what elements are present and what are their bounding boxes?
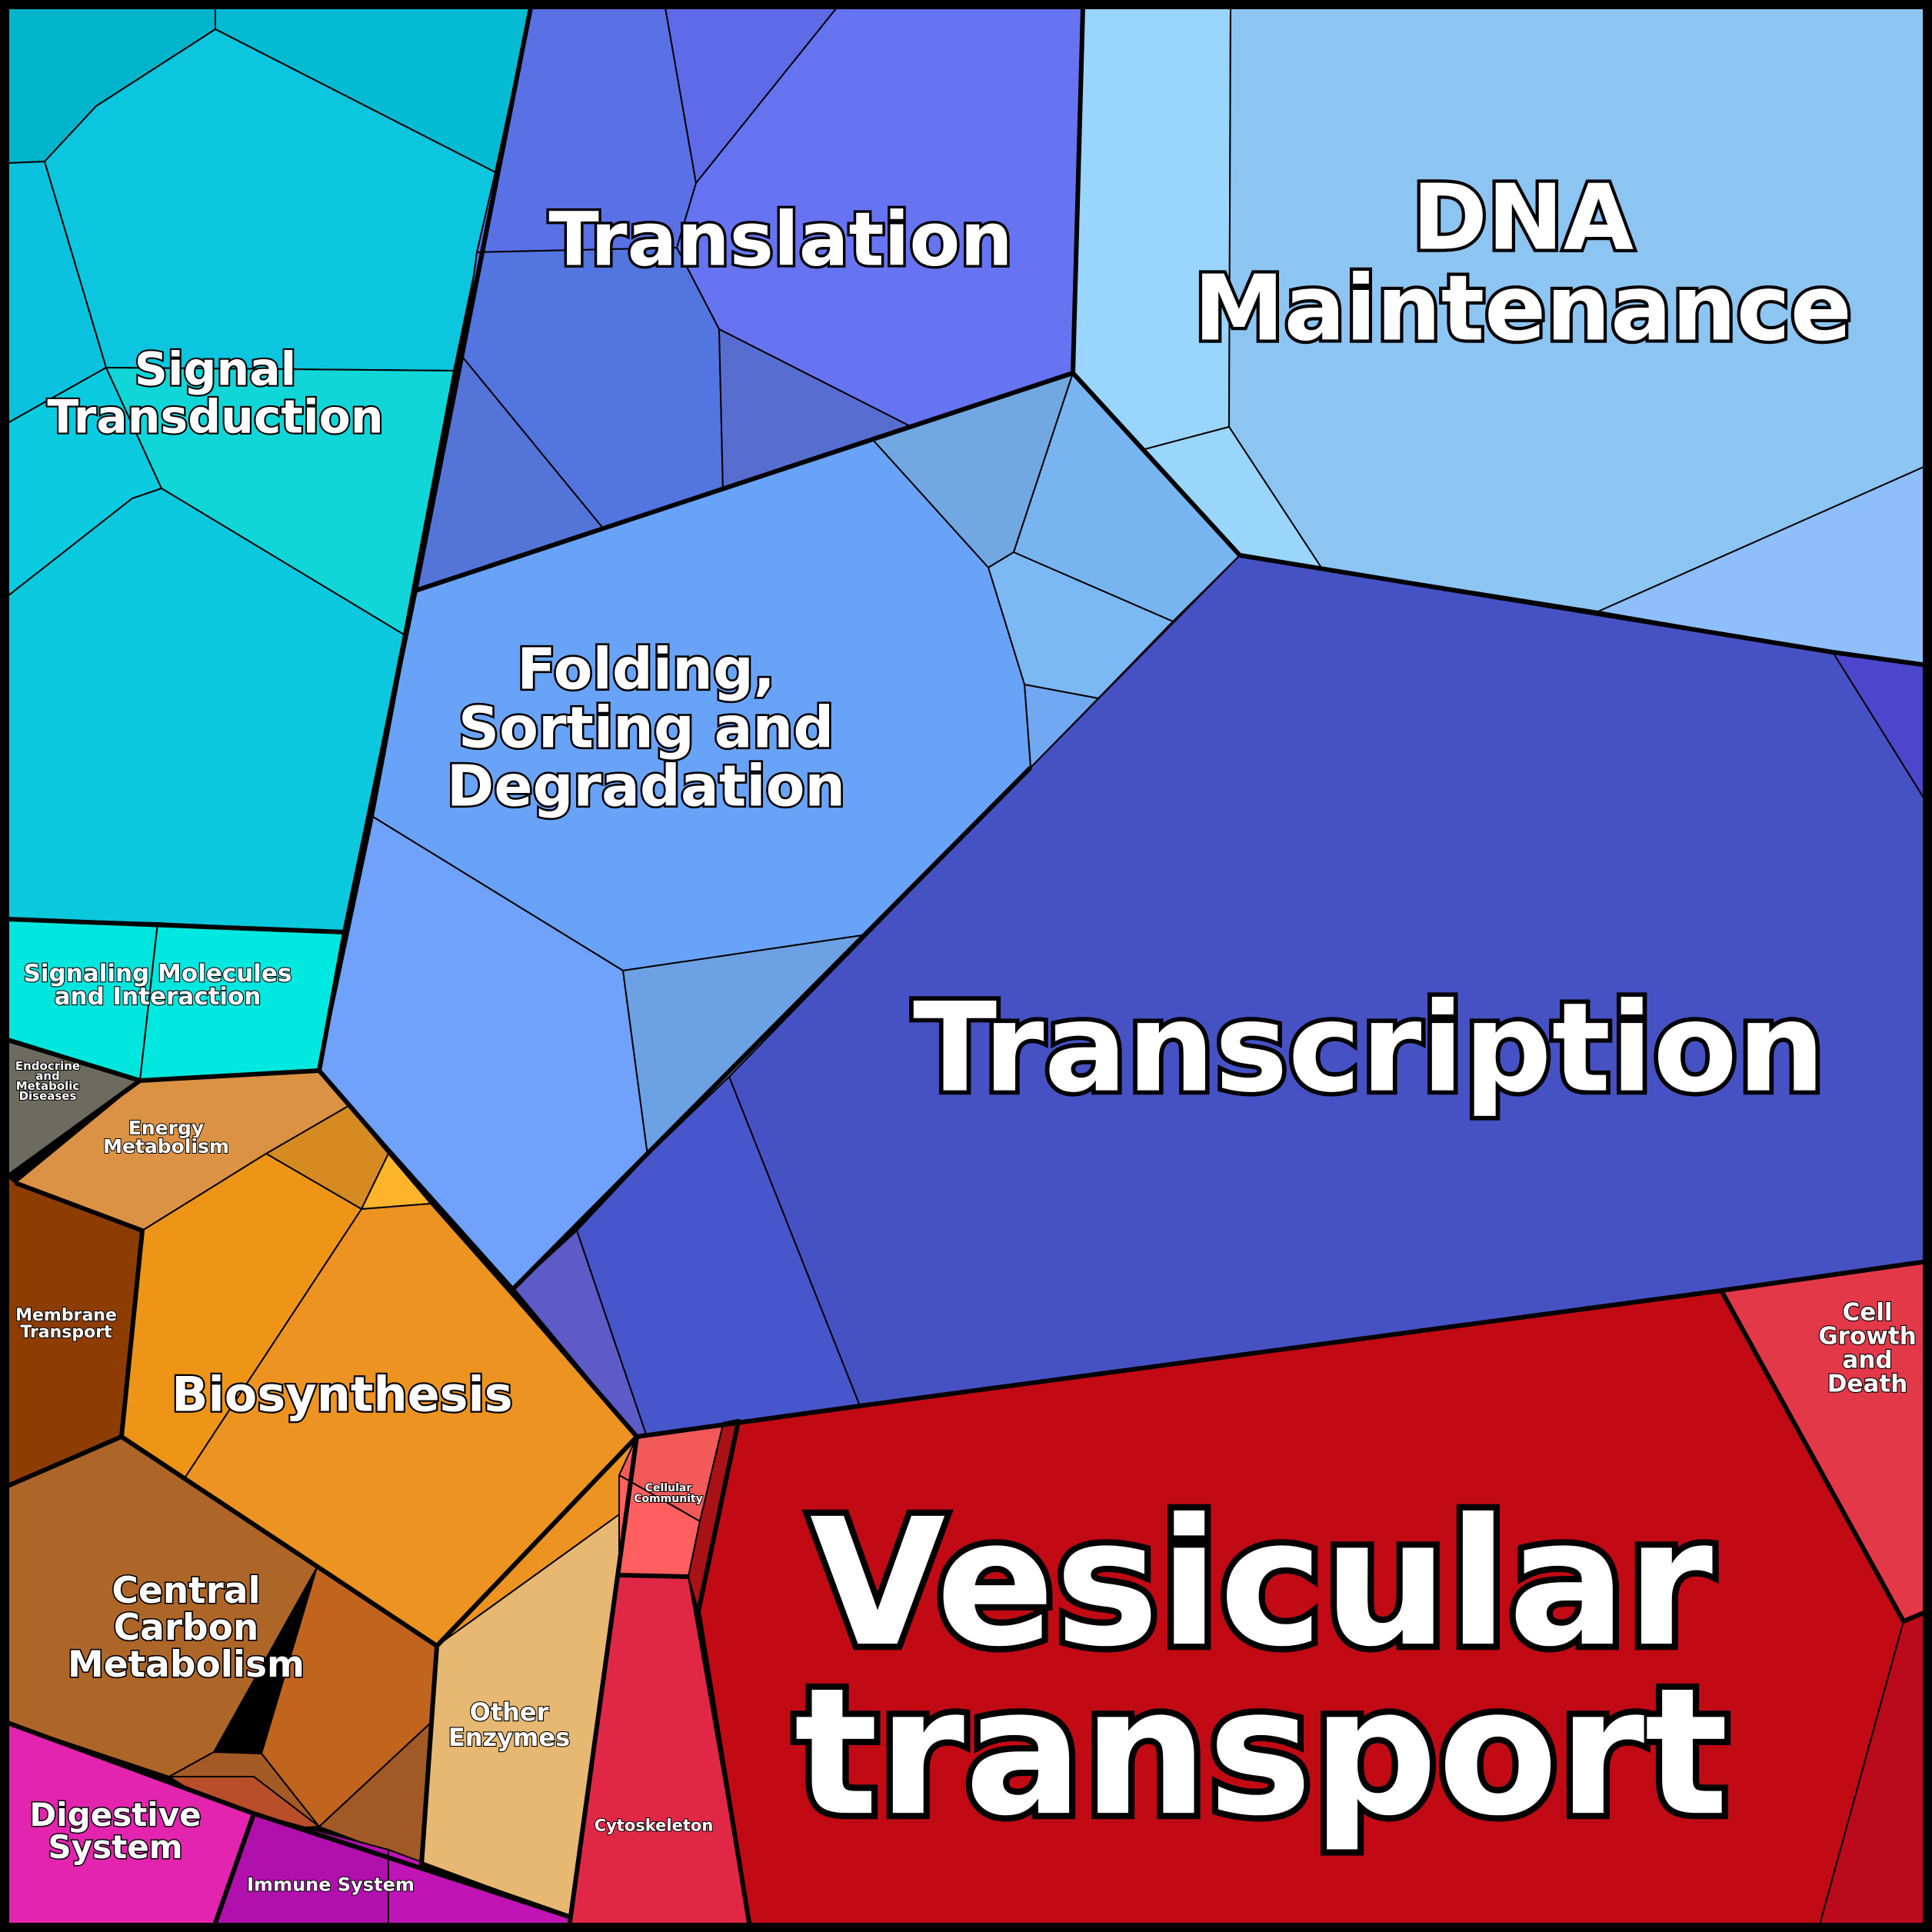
label-line: Biosynthesis — [172, 1366, 512, 1422]
label-line: Growth — [1818, 1323, 1917, 1351]
label-line: Sorting and — [458, 695, 834, 761]
label-line: Immune System — [247, 1874, 415, 1896]
label-line: DNA — [1412, 164, 1634, 270]
label-line: Diseases — [19, 1089, 77, 1103]
label-line: and — [1842, 1347, 1892, 1374]
group-border — [317, 7, 533, 1071]
biosynthesis-label: Biosynthesis — [172, 1366, 512, 1422]
label-line: and — [35, 1069, 60, 1083]
label-line: and Interaction — [55, 983, 261, 1011]
group-border — [618, 1573, 689, 1579]
label-line: Degradation — [447, 754, 845, 820]
group-border — [511, 765, 1033, 1291]
label-line: Other — [470, 1697, 549, 1727]
immune-label: Immune System — [247, 1874, 415, 1896]
label-line: Vesicular — [810, 1481, 1713, 1685]
label-line: Energy — [128, 1117, 204, 1139]
label-line: Digestive — [29, 1796, 201, 1834]
group-border — [139, 1068, 320, 1083]
group-border — [6, 1181, 145, 1488]
label-line: Folding, — [517, 637, 775, 703]
group-border — [696, 1419, 752, 1928]
group-border — [317, 1069, 1928, 1439]
label-line: transport — [794, 1650, 1729, 1854]
label-line: Cellular — [645, 1482, 692, 1494]
label-line: Cell — [1842, 1299, 1892, 1327]
group-border — [7, 917, 345, 934]
label-line: Carbon — [114, 1607, 259, 1649]
group-border — [415, 371, 1928, 668]
label-line: Endocrine — [15, 1059, 80, 1073]
cytoskeleton-label: Cytoskeleton — [595, 1817, 714, 1835]
label-line: Metabolism — [68, 1644, 305, 1686]
label-line: Signal — [135, 343, 297, 397]
label-line: System — [48, 1828, 183, 1866]
dna-maintenance-cell — [1072, 7, 1231, 451]
group-border — [1719, 1289, 1929, 1624]
group-border — [1071, 7, 1085, 374]
group-border — [567, 1436, 639, 1928]
label-line: Maintenance — [1194, 255, 1852, 361]
label-line: Transcription — [913, 976, 1825, 1120]
label-line: Transduction — [47, 391, 383, 445]
label-line: Transport — [20, 1323, 112, 1342]
label-line: Community — [634, 1493, 703, 1505]
group-border — [212, 1813, 256, 1928]
label-line: Signaling Molecules — [24, 960, 292, 988]
label-line: Enzymes — [448, 1723, 570, 1752]
transcription-label: Transcription — [913, 976, 1825, 1120]
translation-label: Translation — [548, 197, 1012, 283]
label-line: Metabolic — [16, 1079, 80, 1093]
label-line: Membrane — [15, 1306, 117, 1325]
label-line: Metabolism — [103, 1135, 229, 1158]
label-line: Central — [112, 1570, 260, 1612]
label-line: Cytoskeleton — [595, 1817, 714, 1835]
label-line: Death — [1827, 1371, 1908, 1398]
label-line: Translation — [548, 197, 1012, 283]
